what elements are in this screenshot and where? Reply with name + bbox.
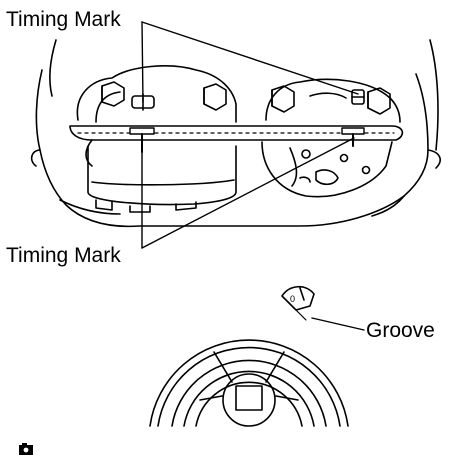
camera-icon (19, 443, 33, 455)
groove-label: Groove (366, 319, 435, 342)
bolt-right-1 (271, 85, 295, 113)
crankshaft-pulley (149, 305, 349, 427)
right-sprocket-housing (265, 78, 401, 123)
timing-chain (69, 125, 404, 167)
timing-scale-tab: 0 (281, 285, 315, 311)
bolt-right-2 (367, 87, 391, 115)
bolt-left-1 (101, 81, 125, 107)
cylinder-head-outline (30, 39, 441, 228)
leader-lines-bottom (141, 135, 355, 249)
left-sprocket-housing (76, 65, 237, 123)
svg-text:0: 0 (290, 294, 295, 304)
timing-mark-indicator-right (341, 127, 365, 147)
left-sprocket-hub (87, 145, 237, 213)
bolt-left-2 (203, 83, 227, 111)
right-cover-plate (261, 141, 393, 198)
timing-mark-label-bottom: Timing Mark (6, 244, 121, 267)
leader-lines-top (141, 21, 359, 103)
leader-line-groove (311, 317, 365, 331)
timing-mark-label-top: Timing Mark (6, 8, 121, 31)
